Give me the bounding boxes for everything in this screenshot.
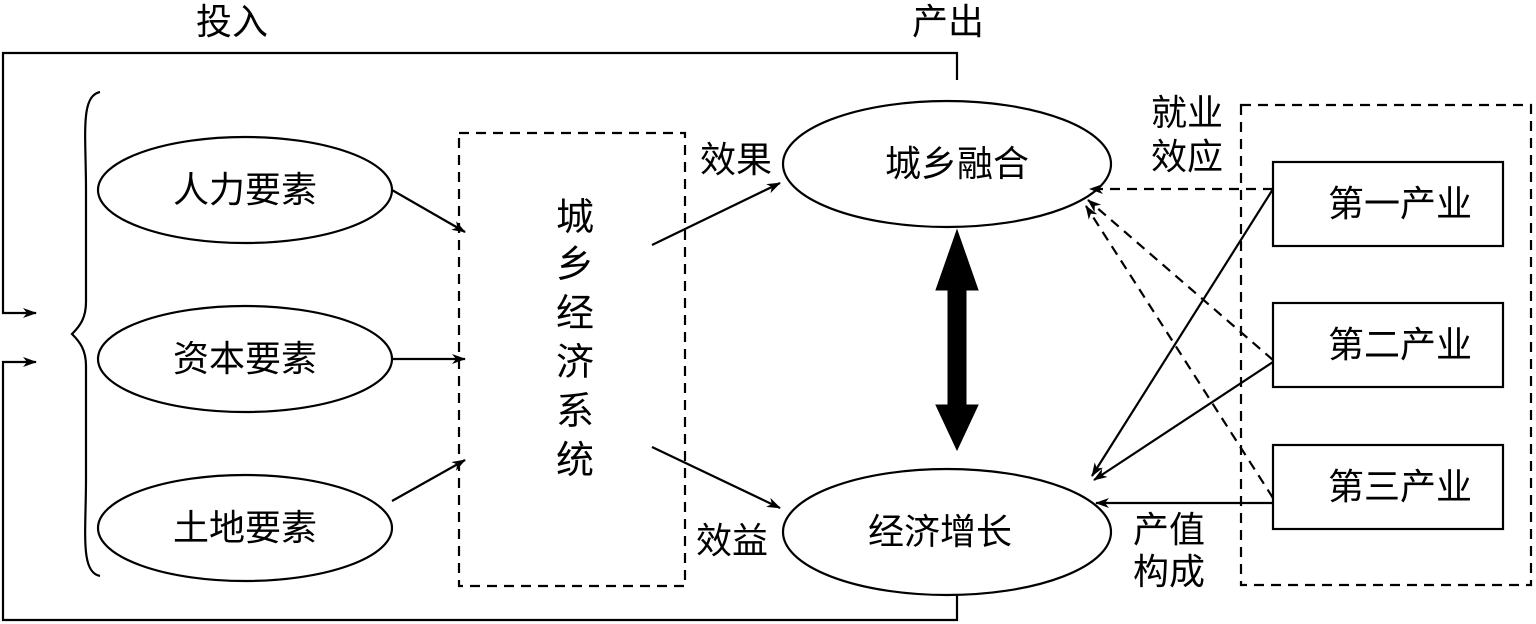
tertiary-industry-label: 第三产业 bbox=[1328, 467, 1472, 508]
economic-growth-label: 经济增长 bbox=[868, 512, 1012, 553]
urban-rural-integration-label: 城乡融合 bbox=[885, 144, 1029, 185]
factor-ellipse-land bbox=[96, 473, 394, 583]
factor-land-label: 土地要素 bbox=[173, 508, 317, 549]
system-char-6: 统 bbox=[556, 438, 594, 482]
bottom-feedback-arrow bbox=[1, 357, 959, 622]
secondary-industry-box bbox=[1271, 301, 1505, 389]
factor-human-label: 人力要素 bbox=[173, 170, 317, 211]
system-char-4: 济 bbox=[556, 340, 594, 384]
urban-rural-system-box bbox=[457, 131, 687, 588]
output-value-label-2: 构成 bbox=[1133, 552, 1205, 593]
secondary-output-arrow bbox=[1093, 361, 1274, 481]
employment-effect-label-1: 就业 bbox=[1151, 93, 1223, 134]
bidirectional-arrow bbox=[935, 228, 979, 452]
system-char-1: 城 bbox=[556, 195, 594, 239]
factor-capital-label: 资本要素 bbox=[173, 339, 317, 380]
system-to-growth-arrow bbox=[651, 446, 781, 509]
output-value-label-1: 产值 bbox=[1133, 510, 1205, 551]
top-feedback-arrow bbox=[1, 51, 959, 318]
secondary-industry-label: 第二产业 bbox=[1328, 325, 1472, 366]
primary-industry-box bbox=[1271, 160, 1505, 248]
system-char-5: 系 bbox=[556, 389, 594, 433]
tertiary-employment-arrow bbox=[1085, 205, 1274, 499]
effect-label: 效果 bbox=[700, 140, 772, 181]
input-label: 投入 bbox=[196, 2, 268, 43]
primary-industry-label: 第一产业 bbox=[1328, 184, 1472, 225]
secondary-employment-arrow bbox=[1087, 199, 1274, 361]
human-to-system-arrow bbox=[391, 189, 466, 233]
industry-group-box bbox=[1239, 103, 1533, 587]
system-char-3: 经 bbox=[556, 291, 594, 335]
primary-output-arrow bbox=[1091, 188, 1274, 477]
land-to-system-arrow bbox=[391, 459, 466, 502]
economic-growth-ellipse bbox=[781, 467, 1113, 597]
system-to-integration-arrow bbox=[651, 182, 781, 246]
employment-effect-label-2: 效应 bbox=[1151, 137, 1223, 178]
urban-rural-system-label: 城 乡 经 济 系 统 bbox=[556, 195, 594, 482]
benefit-label: 效益 bbox=[696, 521, 768, 562]
output-label: 产出 bbox=[912, 2, 984, 43]
factor-brace bbox=[70, 90, 101, 578]
urban-rural-integration-ellipse bbox=[781, 99, 1113, 229]
tertiary-industry-box bbox=[1271, 443, 1505, 531]
system-char-2: 乡 bbox=[556, 242, 594, 286]
